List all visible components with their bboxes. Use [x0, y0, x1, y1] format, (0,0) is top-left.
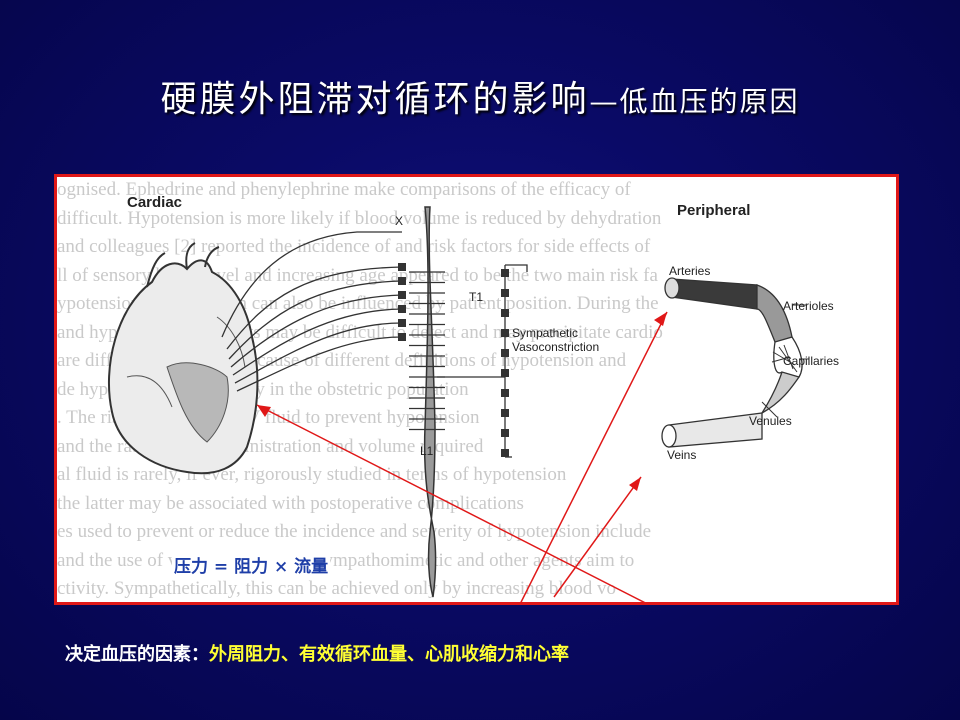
arrowhead-veins: [629, 477, 641, 491]
arrow-heads: [257, 312, 667, 491]
slide-title: 硬膜外阻滞对循环的影响—低血压的原因: [0, 70, 960, 122]
vessels-drawing: [661, 277, 803, 448]
spinal-cord: [423, 206, 437, 598]
cardiac-nerve-ganglia: [398, 263, 406, 341]
label-arteries: Arteries: [669, 264, 710, 278]
heart-drawing: [108, 242, 259, 475]
chain-ganglion: [501, 389, 509, 397]
background-text-line: difficult. Hypotension is more likely if…: [57, 207, 662, 229]
chain-ganglion: [501, 289, 509, 297]
background-text-line: and colleagues [2] reported the incidenc…: [57, 236, 651, 257]
label-peripheral: Peripheral: [677, 202, 750, 219]
arrow-to-arteries: [520, 311, 668, 602]
label-venules: Venules: [749, 414, 792, 428]
chain-ganglion: [501, 449, 509, 457]
chain-ganglion: [501, 349, 509, 357]
chain-ganglion: [501, 429, 509, 437]
label-arterioles: Arterioles: [783, 299, 834, 313]
figure-panel: ognised. Ephedrine and phenylephrine mak…: [54, 174, 899, 605]
background-text-line: the latter may be associated with postop…: [57, 492, 524, 514]
vessel-leader-lines: [761, 304, 809, 418]
background-text-line: ctivity. Sympathetically, this can be ac…: [57, 578, 616, 599]
red-arrows: [256, 311, 668, 602]
label-vasoconstriction: Vasoconstriction: [512, 340, 599, 354]
label-capillaries: Capillaries: [783, 354, 839, 368]
circulation-diagram: Cardiac Peripheral X T1 L1 Sympathetic V…: [108, 194, 839, 602]
formula-text: 压力 = 阻力 × 流量: [172, 552, 331, 577]
label-l1: L1: [420, 444, 434, 458]
sympathetic-ganglia: [501, 269, 509, 457]
chain-ganglion: [501, 409, 509, 417]
label-veins: Veins: [667, 448, 696, 462]
chain-ganglion: [501, 329, 509, 337]
spinal-ladder: [409, 271, 445, 431]
arrowhead-heart: [257, 405, 271, 417]
label-x: X: [395, 214, 403, 228]
chain-ganglion: [501, 269, 509, 277]
footer-lead: 决定血压的因素：: [65, 644, 209, 665]
background-text-line: ognised. Ephedrine and phenylephrine mak…: [57, 179, 631, 200]
label-sympathetic: Sympathetic: [512, 326, 578, 340]
label-cardiac: Cardiac: [127, 194, 182, 211]
arrow-to-heart: [256, 404, 646, 602]
label-t1: T1: [469, 290, 483, 304]
slide-title-sub: —低血压的原因: [589, 85, 800, 118]
arrow-to-veins: [553, 476, 642, 598]
slide-title-main: 硬膜外阻滞对循环的影响: [160, 79, 590, 120]
chain-ganglion: [501, 369, 509, 377]
footer-text: 决定血压的因素：外周阻力、有效循环血量、心肌收缩力和心率: [65, 640, 569, 666]
cardiac-nerves: [221, 231, 403, 392]
background-text-line: es used to prevent or reduce the inciden…: [57, 521, 652, 542]
chain-ganglion: [501, 309, 509, 317]
footer-factors: 外周阻力、有效循环血量、心肌收缩力和心率: [209, 644, 569, 665]
arrowhead-arteries: [654, 312, 667, 326]
